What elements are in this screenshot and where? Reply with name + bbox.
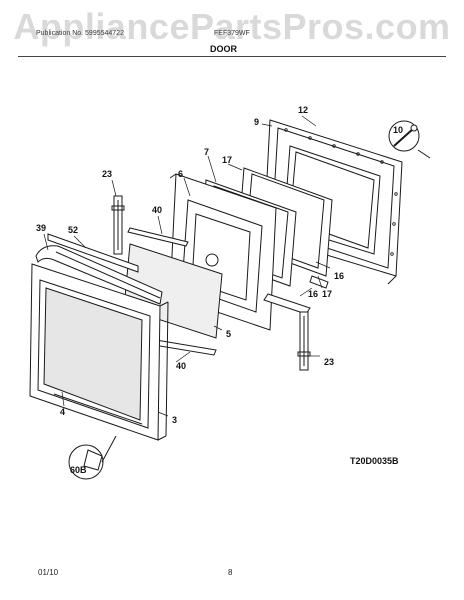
callout-17-top: 17 (222, 155, 233, 165)
callout-60b: 60B (70, 465, 87, 475)
callout-12: 12 (298, 105, 309, 115)
callout-40-top: 40 (152, 205, 163, 215)
left-hinge (111, 195, 125, 255)
callout-4: 4 (60, 407, 66, 417)
callout-10: 10 (393, 125, 404, 135)
header-rule (18, 56, 446, 57)
upper-bracket (127, 227, 189, 247)
callout-52: 52 (68, 225, 79, 235)
callout-16-right: 16 (334, 271, 345, 281)
site-watermark: AppliancePartsPros.com (13, 6, 451, 47)
callout-40-bottom: 40 (176, 361, 187, 371)
footer-date: 01/10 (38, 568, 59, 577)
callout-16-bottom: 16 (308, 289, 319, 299)
bottom-trim (263, 275, 329, 315)
handle-trim (35, 233, 163, 305)
model-number: FEF379WF (214, 30, 250, 37)
screw-60b-callout (68, 435, 117, 480)
leader-lines (43, 115, 331, 417)
footer-page-number: 8 (228, 568, 233, 577)
callout-23-left: 23 (102, 169, 113, 179)
callout-9: 9 (254, 117, 260, 127)
callout-23-right: 23 (324, 357, 335, 367)
callout-3: 3 (172, 415, 178, 425)
callout-7: 7 (204, 147, 210, 157)
callout-17-bottom: 17 (322, 289, 333, 299)
publication-number: Publication No. 5995544722 (36, 30, 124, 37)
callout-6: 6 (178, 169, 184, 179)
section-title: DOOR (210, 44, 237, 54)
right-hinge (297, 311, 311, 371)
diagram-code: T20D0035B (350, 456, 399, 466)
callout-39: 39 (36, 223, 47, 233)
callout-5: 5 (226, 329, 232, 339)
screw-10-callout (388, 120, 431, 159)
